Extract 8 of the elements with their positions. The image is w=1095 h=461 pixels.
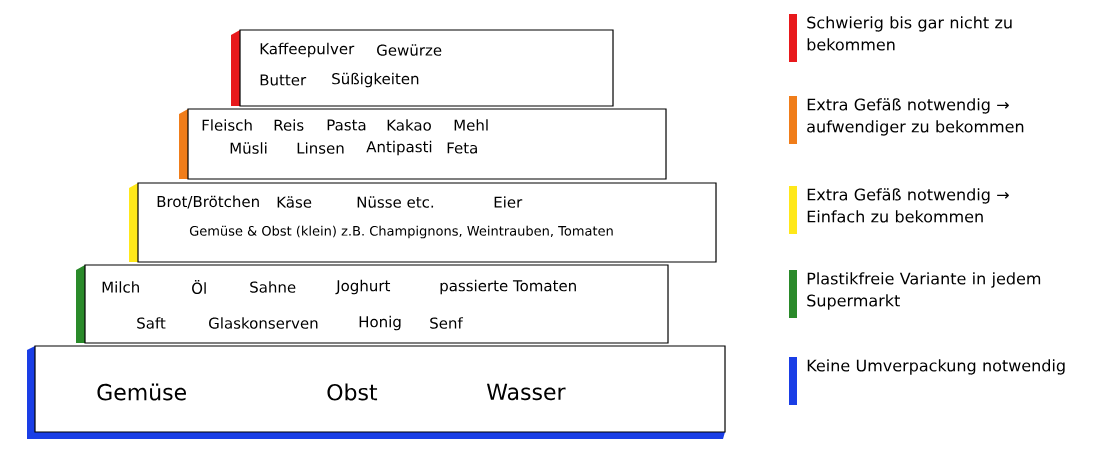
legend-text: Keine Umverpackung notwendig	[807, 359, 1065, 375]
food-label: Gemüse	[97, 383, 186, 401]
legend-text: Schwierig bis gar nicht zu bekommen	[807, 16, 1012, 51]
legend-text: Extra Gefäß notwendig → Einfach zu bekommen	[807, 188, 1009, 223]
food-label: Obst	[327, 383, 378, 401]
legend-text: Extra Gefäß notwendig → aufwendiger zu bekommen	[807, 98, 1024, 136]
legend-text: Plastikfreie Variante in jedem Supermarkt	[807, 272, 1041, 310]
food-label: Wasser	[486, 383, 566, 401]
